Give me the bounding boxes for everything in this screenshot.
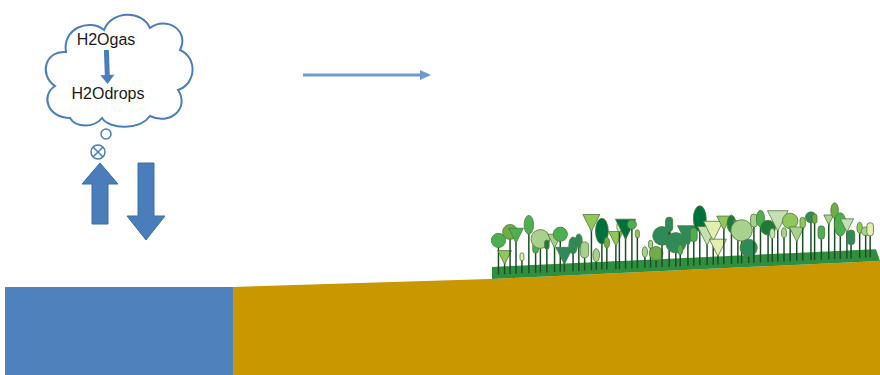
tree-crown — [649, 240, 653, 248]
evaporation-arrow — [82, 163, 118, 224]
tree-crown — [805, 212, 816, 223]
tree-trunk — [631, 225, 633, 269]
tree-crown — [740, 239, 757, 256]
cloud-text-node: H2Odrops — [63, 84, 153, 104]
tree-crown — [812, 214, 817, 223]
tree-crown — [782, 213, 798, 229]
tree-crown — [524, 215, 533, 234]
tree-crown — [678, 226, 699, 247]
node-text: H2Odrops — [63, 84, 153, 104]
tree-crown — [642, 247, 647, 258]
tree-crown — [581, 242, 589, 258]
wind-arrow-head — [420, 70, 431, 80]
land — [233, 261, 880, 375]
droplet-symbol — [91, 145, 105, 159]
tree-crown — [818, 226, 825, 239]
tree-crown — [609, 231, 624, 246]
cloud — [46, 15, 193, 127]
tree-trunk — [828, 220, 830, 259]
tree-crown — [867, 223, 874, 236]
tree-trunk — [753, 222, 755, 263]
precipitation-arrow — [127, 163, 165, 240]
tree-crown — [635, 230, 639, 238]
tree-trunk — [637, 235, 639, 268]
vegetation — [491, 203, 880, 279]
arrow-head — [100, 75, 114, 84]
tree-crown — [604, 237, 610, 248]
wind-arrow — [303, 74, 422, 77]
arrow-shaft — [104, 50, 110, 75]
tree-trunk — [619, 226, 621, 269]
tree-crown — [593, 249, 600, 262]
tree-crown — [731, 220, 752, 241]
tree-crown — [531, 230, 550, 249]
tree-crown — [770, 228, 775, 238]
tree-trunk — [810, 217, 812, 260]
tree-crown — [545, 240, 550, 249]
cloud-text-node: H2Ogas — [66, 30, 146, 50]
tree-crown — [666, 217, 673, 231]
tree-crown — [520, 253, 524, 261]
flow-arrow — [100, 50, 114, 84]
tree-crown — [703, 221, 723, 241]
tree-crown — [553, 227, 567, 241]
node-text: H2Ogas — [66, 30, 146, 50]
tree-crown — [627, 220, 636, 229]
tree-crown — [781, 228, 786, 238]
droplet-cross — [93, 147, 103, 157]
tree-trunk — [546, 246, 548, 273]
cloud-tail — [101, 129, 111, 139]
tree-crown — [509, 228, 524, 243]
tree-crown — [800, 217, 805, 228]
tree-trunk — [802, 224, 804, 261]
ocean — [5, 287, 233, 375]
tree-trunk — [814, 220, 816, 260]
tree-crown — [678, 245, 683, 255]
tree-crown — [649, 246, 663, 260]
tree-crown — [847, 230, 854, 245]
